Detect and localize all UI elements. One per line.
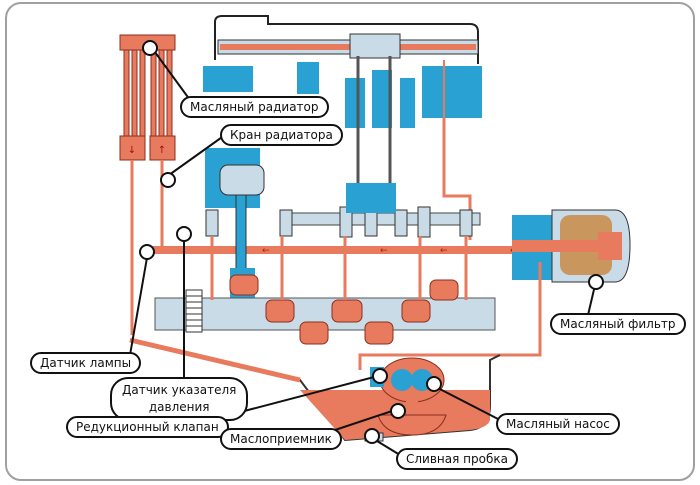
- oil-filter-body: [358, 209, 631, 370]
- marker-circles: [139, 40, 604, 444]
- svg-text:←: ←: [440, 246, 448, 256]
- camshaft: [205, 183, 481, 238]
- label-pressure-gauge-sensor-line1: Датчик указателя: [122, 383, 237, 397]
- label-pressure-gauge-sensor-line2: давления: [148, 400, 210, 414]
- label-oil-intake: Маслоприемник: [220, 428, 342, 450]
- label-pressure-gauge-sensor: Датчик указателя давления: [110, 377, 249, 421]
- svg-text:←: ←: [380, 246, 388, 256]
- label-oil-filter: Масляный фильтр: [550, 313, 686, 335]
- piston: [205, 148, 265, 303]
- label-oil-pump: Масляный насос: [496, 413, 620, 435]
- svg-text:↓: ↓: [128, 145, 136, 156]
- svg-text:←: ←: [262, 246, 270, 256]
- push-rods: [356, 56, 392, 200]
- label-drain-plug: Сливная пробка: [396, 448, 518, 470]
- svg-text:↑: ↑: [158, 145, 166, 156]
- label-reducing-valve: Редукционный клапан: [66, 416, 229, 438]
- label-oil-radiator: Масляный радиатор: [180, 96, 329, 118]
- valve-cover: [214, 15, 479, 64]
- label-radiator-valve: Кран радиатора: [220, 124, 343, 146]
- crankshaft: [154, 274, 496, 345]
- main-oil-gallery: [150, 246, 530, 254]
- cylinder-head: [203, 62, 482, 128]
- label-lamp-sensor: Датчик лампы: [30, 352, 142, 374]
